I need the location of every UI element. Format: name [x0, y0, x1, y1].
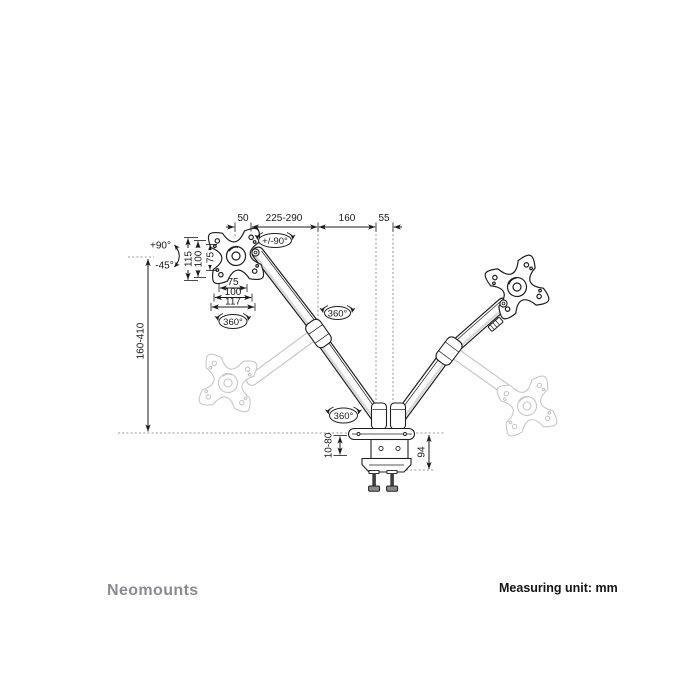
- clamp-dimensions: 10-80 94: [324, 432, 432, 470]
- height-dimension: 160-410: [136, 258, 151, 432]
- pivot-label: +/-90°: [262, 236, 288, 247]
- desk-clamp: [361, 438, 412, 492]
- pivot-annotation: +/-90°: [254, 232, 296, 248]
- rotate-label-a: 360°: [223, 317, 243, 328]
- rotate-label-b: 360°: [328, 308, 348, 319]
- dim-vesa-75-h: 75: [227, 277, 239, 288]
- dim-vesa-117: 117: [225, 296, 241, 307]
- clamp-bolt-knob: [386, 485, 399, 492]
- rotate-label-c: 360°: [334, 411, 354, 422]
- desk-base-plate: [347, 427, 416, 441]
- rotation-annotation-base: 360°: [324, 406, 363, 424]
- tilt-arc-arrow: [174, 244, 180, 268]
- left-arm: [251, 246, 387, 428]
- dim-vesa-115: 115: [184, 251, 195, 267]
- tilt-up-label: +90°: [150, 241, 171, 252]
- left-elbow-joint: [305, 318, 332, 349]
- top-dimension-line: 50 225-290 160 55: [226, 213, 402, 232]
- dim-160: 160: [339, 213, 356, 224]
- dim-225-290: 225-290: [266, 213, 303, 224]
- dim-base-height: 94: [417, 446, 428, 458]
- base-posts: [370, 402, 407, 430]
- vesa-horizontal-dimensions: 75 100 117: [210, 277, 256, 311]
- dim-vesa-100-v: 100: [194, 250, 205, 267]
- clamp-bolt: [390, 473, 394, 487]
- vesa-vertical-dimensions: 115 100 75: [182, 237, 217, 281]
- dim-height-range: 160-410: [136, 322, 147, 359]
- brand-logo-text: Neomounts: [107, 582, 199, 599]
- clamp-bolt-knob: [368, 485, 381, 492]
- rotation-annotation-plate: 360°: [214, 313, 252, 329]
- spring-lever: [487, 317, 504, 332]
- tilt-down-label: -45°: [155, 261, 173, 272]
- ghost-left-arm: [246, 330, 318, 386]
- right-elbow-joint: [435, 336, 463, 366]
- measuring-unit-note: Measuring unit: mm: [499, 581, 618, 595]
- tilt-annotation: +90° -45°: [150, 241, 180, 272]
- plate-pivots: [251, 248, 508, 308]
- dim-55: 55: [378, 213, 390, 224]
- dim-vesa-100-h: 100: [225, 287, 242, 298]
- dim-clamp-range: 10-80: [324, 432, 335, 458]
- dim-vesa-75-v: 75: [206, 252, 217, 264]
- clamp-bolt: [372, 473, 376, 487]
- dim-50: 50: [237, 213, 249, 224]
- rotation-annotation-elbow: 360°: [319, 305, 356, 320]
